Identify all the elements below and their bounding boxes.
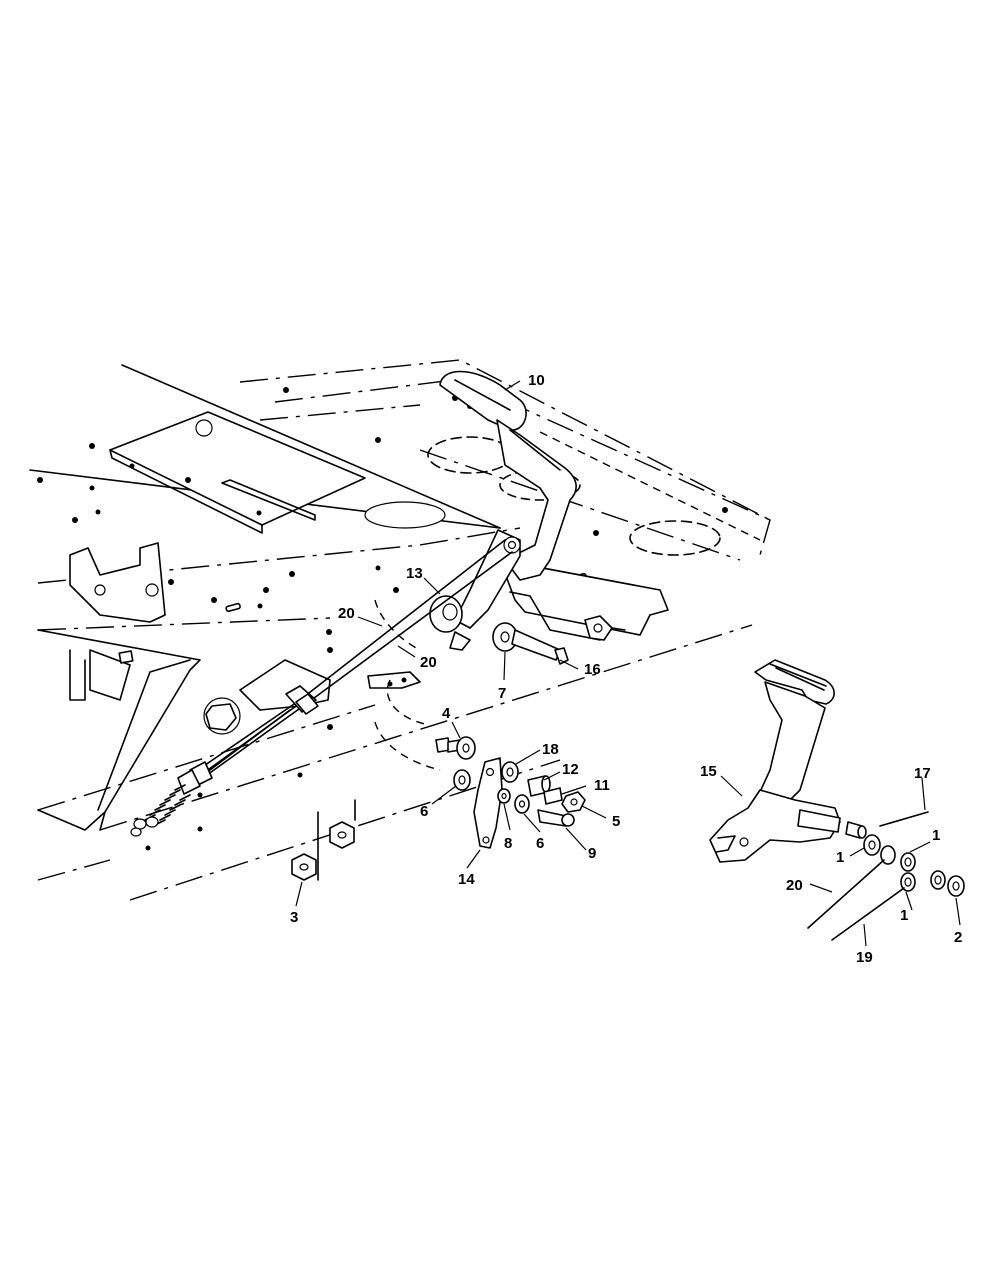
callout-12: 12 [562,761,579,778]
callout-8: 8 [504,835,512,852]
callout-13: 13 [406,565,423,582]
callout-18: 18 [542,741,559,758]
callout-5: 5 [612,813,620,830]
frame-assembly [29,359,771,901]
callout-20-lower: 20 [420,654,437,671]
callout-7: 7 [498,685,506,702]
callout-1-upper: 1 [932,827,940,844]
callout-1-left: 1 [836,849,844,866]
callout-17: 17 [914,765,931,782]
callout-10: 10 [528,372,545,389]
callout-20-upper: 20 [338,605,355,622]
pivot-hardware [492,615,626,665]
callout-11: 11 [594,777,610,794]
callout-4: 4 [442,705,451,722]
pedal-detail [709,659,965,941]
leader-lines [295,380,961,947]
callout-6-right: 6 [536,835,544,852]
spring-left [130,784,191,837]
callout-2: 2 [954,929,962,946]
cable-assembly [130,539,513,837]
callout-15: 15 [700,763,717,780]
flange-nuts [291,821,355,881]
exploded-hardware [435,736,586,849]
callout-1-lower: 1 [900,907,908,924]
callout-20-detail: 20 [786,877,803,894]
callout-3: 3 [290,909,298,926]
callout-6-left: 6 [420,803,428,820]
callout-19: 19 [856,949,873,966]
callouts: 10 13 20 20 16 7 4 18 12 11 5 6 8 6 9 14… [290,372,962,966]
callout-9: 9 [588,845,596,862]
brake-lever-assembly [429,370,577,651]
callout-14: 14 [458,871,475,888]
callout-16: 16 [584,661,601,678]
